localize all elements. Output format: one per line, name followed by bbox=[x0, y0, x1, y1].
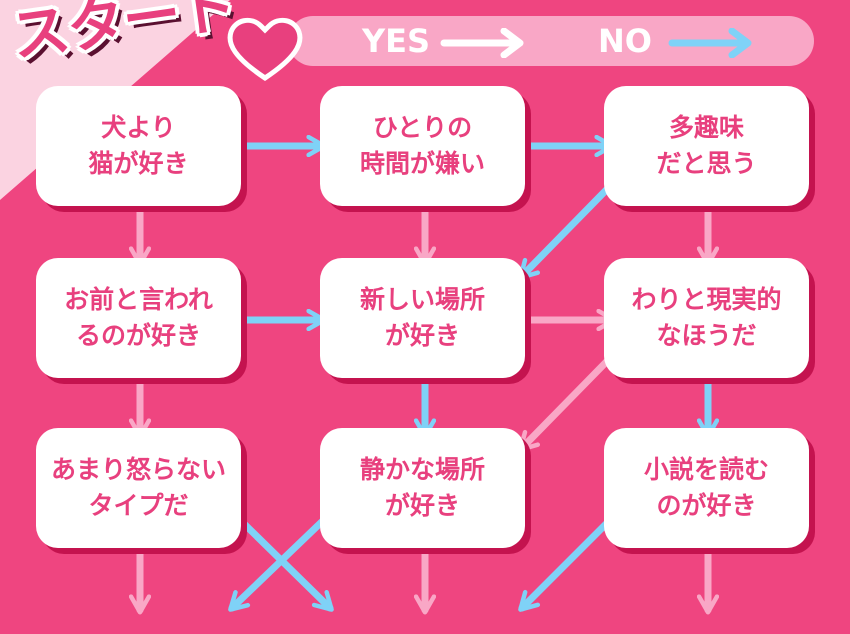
node-called-omae: お前と言われるのが好き bbox=[36, 258, 241, 378]
node-line: 新しい場所 bbox=[359, 284, 485, 314]
node-line: 犬より bbox=[101, 112, 176, 142]
node-line: わりと現実的 bbox=[631, 284, 782, 314]
node-line: が好き bbox=[384, 491, 460, 520]
legend-yes-label: YES bbox=[362, 22, 431, 60]
node-reading: 小説を読むのが好き bbox=[604, 428, 809, 548]
legend-no-label: NO bbox=[598, 22, 652, 60]
node-many-hobbies: 多趣味だと思う bbox=[604, 86, 809, 206]
arrow-no-diag-4 bbox=[518, 514, 616, 612]
node-line: 小説を読む bbox=[643, 454, 769, 484]
node-line: お前と言われ bbox=[64, 284, 213, 314]
node-not-angry: あまり怒らないタイプだ bbox=[36, 428, 241, 548]
arrow-no-diag-1 bbox=[518, 176, 620, 280]
node-line: なほうだ bbox=[656, 321, 757, 350]
node-realistic: わりと現実的なほうだ bbox=[604, 258, 809, 378]
node-line: タイプだ bbox=[88, 491, 189, 520]
node-line: 時間が嫌い bbox=[359, 149, 485, 178]
node-line: 猫が好き bbox=[88, 149, 189, 178]
node-line: が好き bbox=[384, 321, 460, 350]
arrow-no-diag-3 bbox=[228, 508, 336, 612]
node-quiet-places: 静かな場所が好き bbox=[320, 428, 525, 548]
node-line: るのが好き bbox=[75, 321, 201, 350]
node-line: あまり怒らない bbox=[50, 454, 226, 484]
node-line: 静かな場所 bbox=[359, 454, 485, 484]
node-line: のが好き bbox=[656, 491, 757, 520]
legend-yes-arrow bbox=[440, 28, 524, 58]
node-line: 多趣味 bbox=[668, 112, 744, 142]
node-line: だと思う bbox=[656, 149, 757, 178]
node-line: ひとりの bbox=[372, 112, 473, 142]
arrow-yes-diag-1 bbox=[518, 348, 620, 452]
node-new-places: 新しい場所が好き bbox=[320, 258, 525, 378]
node-alone-time: ひとりの時間が嫌い bbox=[320, 86, 525, 206]
node-dog-cat: 犬より猫が好き bbox=[36, 86, 241, 206]
legend-no-arrow bbox=[668, 28, 752, 58]
heart-icon bbox=[227, 17, 303, 82]
